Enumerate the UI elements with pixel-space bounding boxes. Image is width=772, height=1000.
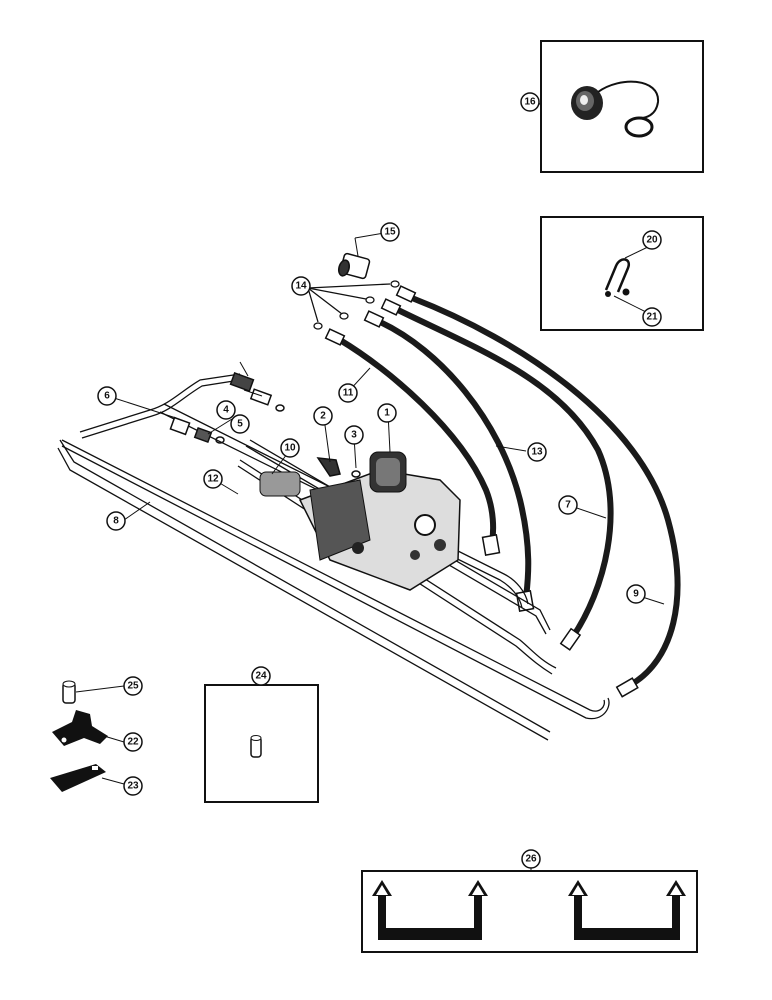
callout-24: 24 bbox=[251, 666, 271, 686]
svg-text:6: 6 bbox=[104, 391, 110, 402]
callout-1: 1 bbox=[377, 403, 397, 423]
callout-25: 25 bbox=[123, 676, 143, 696]
callout-15: 15 bbox=[380, 222, 400, 242]
svg-text:12: 12 bbox=[207, 474, 219, 485]
callout-10: 10 bbox=[280, 438, 300, 458]
small-fittings bbox=[169, 252, 371, 478]
small-parts-left bbox=[50, 680, 125, 792]
svg-text:7: 7 bbox=[565, 500, 571, 511]
svg-text:14: 14 bbox=[295, 281, 307, 292]
callout-6: 6 bbox=[97, 386, 117, 406]
svg-text:21: 21 bbox=[646, 312, 658, 323]
callout-9: 9 bbox=[626, 584, 646, 604]
svg-text:25: 25 bbox=[127, 681, 139, 692]
decal-u-arrow-right-icon bbox=[568, 880, 686, 940]
callout-21: 21 bbox=[642, 307, 662, 327]
callout-4: 4 bbox=[216, 400, 236, 420]
u-bolt-icon bbox=[604, 258, 631, 297]
callouts: 16 15 14 20 21 11 6 4 5 2 1 3 10 13 12 7… bbox=[97, 92, 662, 869]
svg-text:5: 5 bbox=[237, 419, 243, 430]
o-rings-14 bbox=[307, 280, 400, 330]
callout-5: 5 bbox=[230, 414, 250, 434]
inset-box-26 bbox=[361, 868, 698, 953]
callout-20: 20 bbox=[642, 230, 662, 250]
callout-26: 26 bbox=[521, 849, 541, 869]
svg-text:4: 4 bbox=[223, 405, 229, 416]
hose-7 bbox=[395, 307, 614, 641]
callout-14: 14 bbox=[291, 276, 311, 296]
svg-text:22: 22 bbox=[127, 737, 139, 748]
clamp-22-icon bbox=[52, 710, 108, 746]
svg-text:1: 1 bbox=[384, 408, 390, 419]
steel-tubes bbox=[57, 373, 610, 741]
callout-23: 23 bbox=[123, 776, 143, 796]
svg-text:3: 3 bbox=[351, 430, 357, 441]
callout-16: 16 bbox=[520, 92, 540, 112]
control-valve bbox=[259, 451, 461, 591]
callout-12: 12 bbox=[203, 469, 223, 489]
svg-text:24: 24 bbox=[255, 671, 267, 682]
inset-box-24 bbox=[204, 682, 319, 803]
svg-text:2: 2 bbox=[320, 411, 326, 422]
svg-text:20: 20 bbox=[646, 235, 658, 246]
callout-13: 13 bbox=[527, 442, 547, 462]
callout-11: 11 bbox=[338, 383, 358, 403]
callout-7: 7 bbox=[558, 495, 578, 515]
svg-text:9: 9 bbox=[633, 589, 639, 600]
inset-box-20-21 bbox=[540, 216, 704, 331]
decal-u-arrow-left-icon bbox=[372, 880, 488, 940]
hose-9 bbox=[409, 295, 681, 687]
svg-text:15: 15 bbox=[384, 227, 396, 238]
svg-text:26: 26 bbox=[525, 854, 537, 865]
callout-8: 8 bbox=[106, 511, 126, 531]
hose-11 bbox=[337, 337, 497, 545]
svg-text:13: 13 bbox=[531, 447, 543, 458]
svg-text:16: 16 bbox=[524, 97, 536, 108]
hose-assemblies bbox=[337, 295, 681, 687]
callout-22: 22 bbox=[123, 732, 143, 752]
svg-text:8: 8 bbox=[113, 516, 119, 527]
callout-2: 2 bbox=[313, 406, 333, 426]
clip-23-icon bbox=[50, 764, 106, 792]
callout-3: 3 bbox=[344, 425, 364, 445]
hose-13 bbox=[377, 319, 532, 601]
svg-text:23: 23 bbox=[127, 781, 139, 792]
svg-text:10: 10 bbox=[284, 443, 296, 454]
dust-cap-icon bbox=[571, 80, 660, 138]
svg-text:11: 11 bbox=[343, 388, 354, 399]
inset-box-16 bbox=[537, 40, 704, 173]
